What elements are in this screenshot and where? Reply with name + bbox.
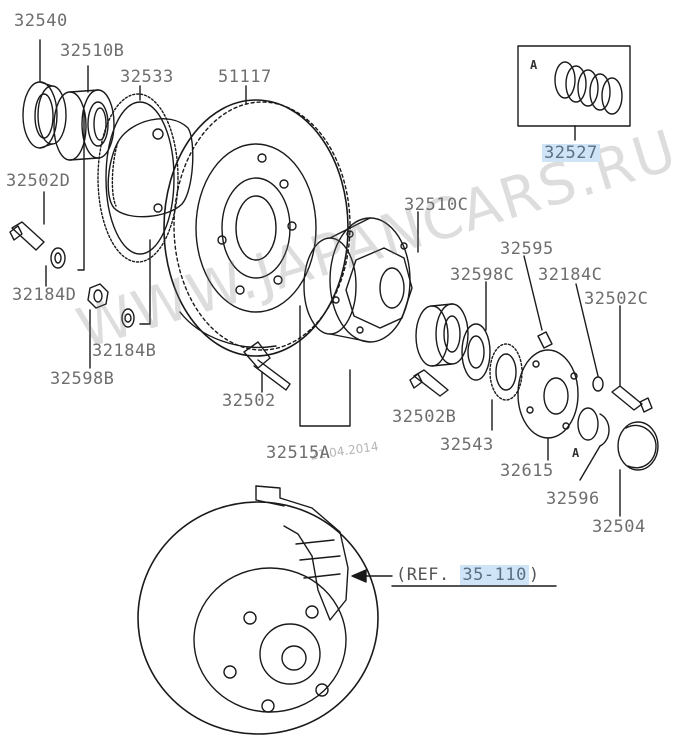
ref-arrowhead — [351, 569, 367, 583]
inset-letter: A — [530, 58, 538, 72]
label-51117[interactable]: 51117 — [218, 67, 272, 87]
label-32502[interactable]: 32502 — [222, 391, 276, 411]
ref-number[interactable]: 35-110 — [460, 565, 529, 585]
ref-close: ) — [528, 565, 540, 585]
oil-seal-32540[interactable] — [22, 81, 67, 149]
label-32502b[interactable]: 32502B — [392, 407, 457, 427]
screw-32595[interactable] — [537, 331, 553, 349]
label-32504[interactable]: 32504 — [592, 517, 646, 537]
dust-shield-32533[interactable] — [107, 118, 194, 218]
assembled-brake[interactable] — [137, 485, 379, 735]
ref-text: (REF. — [396, 565, 461, 585]
label-32510b[interactable]: 32510B — [60, 41, 125, 61]
bracket-left — [77, 109, 85, 271]
seal-32543[interactable] — [461, 323, 523, 401]
label-32510c[interactable]: 32510C — [404, 195, 469, 215]
label-32598c[interactable]: 32598C — [450, 265, 515, 285]
washer-32184c[interactable] — [592, 376, 604, 392]
nut-32598b[interactable] — [87, 283, 109, 309]
label-32543[interactable]: 32543 — [440, 435, 494, 455]
washer-32184d[interactable] — [50, 247, 66, 269]
washer-32184b[interactable] — [121, 308, 135, 328]
bracket-32184b — [139, 239, 151, 325]
leader-32595 — [523, 255, 543, 331]
label-32502d[interactable]: 32502D — [6, 171, 71, 191]
label-32596[interactable]: 32596 — [546, 489, 600, 509]
tone-ring — [97, 93, 179, 263]
label-32184d[interactable]: 32184D — [12, 285, 77, 305]
seal-kit-inset[interactable] — [517, 45, 631, 127]
lock-plate-32615[interactable] — [517, 349, 579, 439]
label-32184b[interactable]: 32184B — [92, 341, 157, 361]
snap-ring-32596[interactable] — [577, 407, 610, 447]
bolt-32502b[interactable] — [409, 369, 449, 397]
bearing-32510c[interactable] — [415, 303, 469, 367]
label-32527[interactable]: 32527 — [542, 143, 600, 163]
bolt-32502d[interactable] — [9, 221, 45, 251]
label-32615[interactable]: 32615 — [500, 461, 554, 481]
stud-32502[interactable] — [243, 341, 291, 391]
label-32184c[interactable]: 32184C — [538, 265, 603, 285]
leader-32184c — [575, 283, 599, 377]
label-32502c[interactable]: 32502C — [584, 289, 649, 309]
ref-label[interactable]: (REF. 35-110) — [396, 565, 540, 585]
hub-cap-32504[interactable] — [617, 421, 659, 471]
hub-32515a[interactable] — [303, 217, 413, 343]
label-32540[interactable]: 32540 — [14, 11, 68, 31]
label-32533[interactable]: 32533 — [120, 67, 174, 87]
label-32595[interactable]: 32595 — [500, 239, 554, 259]
bolt-32502c[interactable] — [611, 385, 653, 413]
leader-32596 — [579, 445, 601, 481]
label-32515a[interactable]: 32515A — [266, 443, 331, 463]
bracket-32515a — [299, 305, 351, 427]
ring-letter: A — [572, 446, 580, 460]
label-32598b[interactable]: 32598B — [50, 369, 115, 389]
